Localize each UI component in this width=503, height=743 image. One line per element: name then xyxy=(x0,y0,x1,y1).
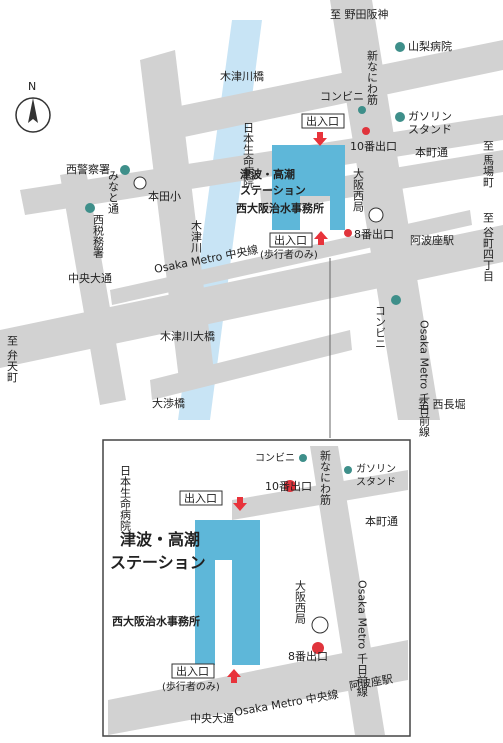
compass-icon: N xyxy=(15,80,51,133)
label-minatomachi: みなと通 xyxy=(107,170,120,214)
poi-convenience-1: コンビニ xyxy=(320,90,364,103)
arrow-up-icon xyxy=(314,231,328,245)
inset-exit8: 8番出口 xyxy=(288,649,328,663)
dest-noda-hanshin: 至 野田阪神 xyxy=(330,7,389,21)
dest-baba: 至 馬場町 xyxy=(482,140,495,188)
inset-chuo-odori: 中央大通 xyxy=(190,711,234,725)
poi-convenience-2: コンビニ xyxy=(374,305,387,349)
inset-shin-naniwa: 新なにわ筋 xyxy=(319,449,332,506)
inset-nissei: 日本生命病院 xyxy=(119,465,132,531)
inset-metro-sennichimae: Osaka Metro 千日前線 xyxy=(356,580,369,697)
inset-entrance-1: 出入口 xyxy=(184,491,217,505)
pedestrian-only-1: (歩行者のみ) xyxy=(260,248,318,261)
entrance-label-1: 出入口 xyxy=(306,114,339,128)
poi-exit10: 10番出口 xyxy=(350,139,397,153)
label-kizugawa-river: 木津川 xyxy=(190,220,203,253)
label-metro-sennichimae: Osaka Metro 千日前線 xyxy=(418,320,431,437)
poi-dot xyxy=(395,42,405,52)
inset-exit10: 10番出口 xyxy=(265,479,312,493)
poi-dot xyxy=(299,454,307,462)
label-kizugawa-ohashi: 木津川大橋 xyxy=(160,329,215,343)
poi-exit8: 8番出口 xyxy=(354,227,394,241)
poi-dot xyxy=(391,295,401,305)
station-name-2: ステーション xyxy=(240,184,306,197)
exit8-dot xyxy=(344,229,352,237)
station-office: 西大阪治水事務所 xyxy=(236,201,324,215)
label-awaza-station: 阿波座駅 xyxy=(410,233,454,247)
poi-gas-1a: ガソリン xyxy=(408,110,452,123)
label-honmachi: 本町通 xyxy=(415,145,448,159)
arrow-up-icon xyxy=(227,669,241,683)
poi-gas-1b: スタンド xyxy=(408,123,452,136)
poi-yamanashi: 山梨病院 xyxy=(408,39,452,53)
dest-tanimachi: 至 谷町四丁目 xyxy=(482,212,495,282)
inset-station xyxy=(195,520,260,665)
exit10-dot xyxy=(362,127,370,135)
inset-osaka-nishi: 大阪西局 xyxy=(294,579,307,625)
inset-honmachi: 本町通 xyxy=(365,514,398,528)
poi-nissei: 日本生命病院 xyxy=(242,122,255,188)
poi-nishi-tax: 西税務署 xyxy=(92,214,105,259)
inset-station-office: 西大阪治水事務所 xyxy=(112,614,200,628)
arrow-down-icon xyxy=(233,497,247,511)
inset-entrance-2: 出入口 xyxy=(176,664,209,678)
entrance-box xyxy=(301,113,345,129)
inset-convenience: コンビニ xyxy=(255,452,295,464)
poi-osaka-nishi: 大阪西局 xyxy=(352,167,365,213)
station-name-1: 津波・高潮 xyxy=(240,167,295,181)
arrow-down-icon xyxy=(313,132,327,146)
inset-exit10-dot xyxy=(284,480,296,492)
inset-station-name-2: ステーション xyxy=(110,553,206,572)
entrance-label-2: 出入口 xyxy=(274,233,307,247)
inset-post-icon xyxy=(311,616,329,634)
inset-roads xyxy=(108,446,408,735)
label-kizugawa-bridge: 木津川橋 xyxy=(220,69,264,83)
poi-dot xyxy=(358,106,366,114)
label-taisho-bridge: 大渉橋 xyxy=(152,396,185,410)
inset-gas-a: ガソリン xyxy=(356,463,396,475)
inset-exit8-dot xyxy=(312,642,324,654)
entrance-box xyxy=(171,663,215,679)
dest-bentencho: 至 弁天町 xyxy=(6,335,19,383)
poi-hommada: 本田小 xyxy=(148,189,181,203)
inset-station-name-1: 津波・高潮 xyxy=(120,530,200,549)
entrance-box xyxy=(269,232,313,248)
poi-dot xyxy=(395,112,405,122)
station-building xyxy=(272,145,345,230)
poi-dot xyxy=(344,466,352,474)
dest-nishinagahori: 至 西長堀 xyxy=(418,398,466,411)
poi-dot xyxy=(85,203,95,213)
post-icon xyxy=(368,207,384,223)
label-shin-naniwa: 新なにわ筋 xyxy=(366,49,379,106)
label-chuo-odori: 中央大通 xyxy=(68,271,112,285)
compass-north: N xyxy=(28,80,36,93)
entrance-box xyxy=(179,490,223,506)
poi-nishi-police: 西警察署 xyxy=(66,162,110,176)
inset-gas-b: スタンド xyxy=(356,476,396,488)
inset-pedestrian-only: (歩行者のみ) xyxy=(162,680,220,693)
school-icon xyxy=(133,176,147,190)
dest-baba-text: 至 馬場町 xyxy=(482,140,495,188)
poi-dot xyxy=(120,165,130,175)
road-network xyxy=(0,0,503,420)
